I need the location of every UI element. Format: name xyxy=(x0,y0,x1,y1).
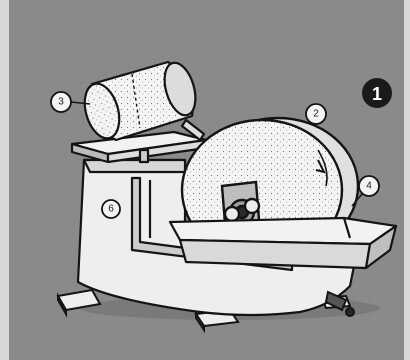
callout-wheel-label: 2 xyxy=(313,109,319,120)
callout-trough-label: 4 xyxy=(366,181,372,192)
right-border-strip xyxy=(404,0,410,360)
callout-frame: 6 xyxy=(102,200,120,218)
figure-number-badge: 1 xyxy=(362,78,392,108)
callout-frame-label: 6 xyxy=(108,204,114,215)
water-trough xyxy=(170,218,396,268)
callout-drum-label: 3 xyxy=(58,97,64,108)
callout-wheel: 2 xyxy=(306,104,326,124)
figure-number-label: 1 xyxy=(372,84,382,104)
left-border-strip xyxy=(0,0,9,360)
